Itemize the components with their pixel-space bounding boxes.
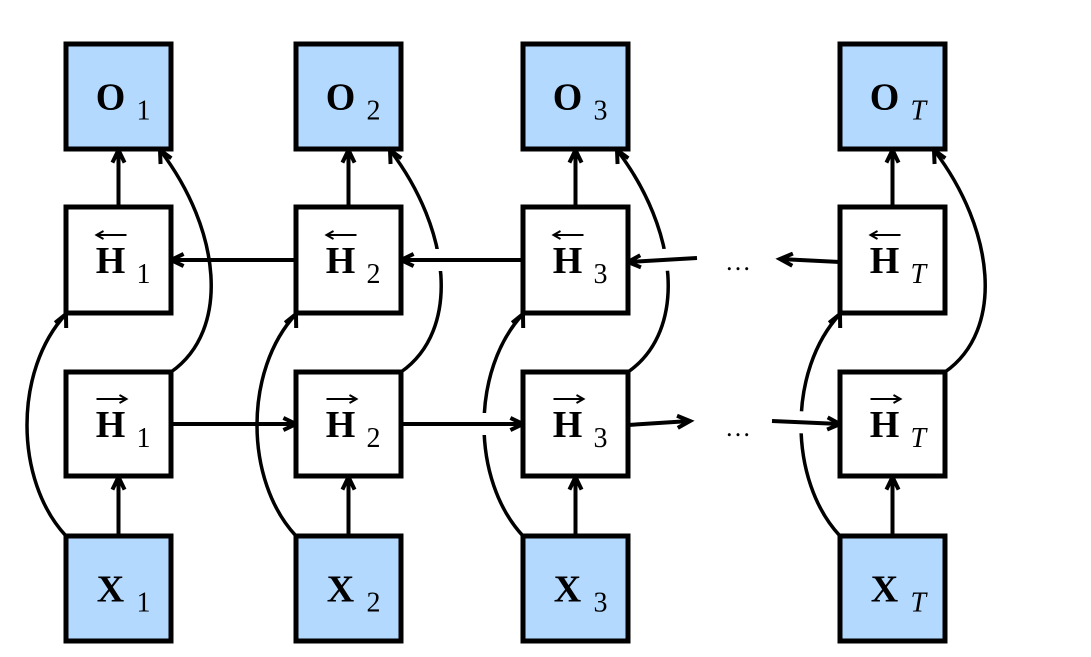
- output-node-subscript: 2: [367, 96, 381, 127]
- forward-hidden-node-symbol: H: [870, 404, 900, 446]
- forward-hidden-node-box: [837, 369, 948, 479]
- forward-direction-arrow-icon-head: [893, 394, 903, 404]
- forward-hidden-node-subscript: 3: [594, 423, 608, 454]
- backward-direction-arrow-icon-head: [551, 230, 561, 240]
- input-node-box: [63, 533, 174, 644]
- output-node-symbol: O: [870, 77, 900, 119]
- forward-hidden-node-subscript: 2: [367, 423, 381, 454]
- backward-hidden-node-subscript: T: [911, 259, 929, 290]
- skip-curve-input-to-backward-hidden: [25, 312, 68, 538]
- forward-direction-arrow-icon-head: [576, 394, 586, 404]
- ellipsis-backward: …: [725, 247, 751, 276]
- backward-hidden-node-symbol: H: [96, 240, 126, 282]
- backward-hidden-node-subscript: 1: [137, 259, 151, 290]
- backward-hidden-node-symbol: H: [326, 240, 356, 282]
- output-node-box: [293, 41, 404, 152]
- skip-curve-forward-hidden-to-output: [388, 148, 443, 374]
- backward-hidden-node-symbol: H: [553, 240, 583, 282]
- backward-direction-arrow-icon-head: [324, 230, 334, 240]
- skip-curve-forward-hidden-to-output: [932, 148, 987, 374]
- backward-hidden-node-subscript: 2: [367, 259, 381, 290]
- backward-hidden-node-subscript: 3: [594, 259, 608, 290]
- backward-arrow-T-dots: [779, 257, 841, 264]
- backward-direction-arrow-icon-head: [868, 230, 878, 240]
- backward-arrow-T-dots-head: [775, 251, 794, 268]
- input-node-box: [520, 533, 631, 644]
- forward-arrow-3-dots-head: [676, 413, 695, 430]
- backward-hidden-node-box: [63, 204, 174, 316]
- output-node-symbol: O: [326, 77, 356, 119]
- forward-hidden-node-subscript: 1: [137, 423, 151, 454]
- forward-arrow-dots-T: [771, 419, 841, 426]
- forward-hidden-node-box: [63, 369, 174, 479]
- input-node-subscript: 2: [367, 588, 381, 619]
- input-node-subscript: T: [911, 588, 929, 619]
- backward-hidden-node-box: [520, 204, 631, 316]
- forward-direction-arrow-icon-head: [349, 394, 359, 404]
- forward-hidden-node-symbol: H: [96, 404, 126, 446]
- output-node-subscript: 1: [137, 96, 151, 127]
- backward-hidden-node-symbol: H: [870, 240, 900, 282]
- forward-hidden-node-symbol: H: [326, 404, 356, 446]
- output-node-symbol: O: [553, 77, 583, 119]
- forward-hidden-node-box: [520, 369, 631, 479]
- output-node-subscript: T: [911, 96, 929, 127]
- input-node-subscript: 3: [594, 588, 608, 619]
- input-node-symbol: X: [554, 569, 581, 611]
- forward-arrow-3-dots: [627, 419, 691, 427]
- input-node-subscript: 1: [137, 588, 151, 619]
- forward-hidden-node-box: [293, 369, 404, 479]
- input-node-box: [293, 533, 404, 644]
- input-node-symbol: X: [871, 569, 898, 611]
- skip-curve-forward-hidden-to-output: [158, 148, 213, 374]
- backward-hidden-node-box: [293, 204, 404, 316]
- input-node-box: [837, 533, 948, 644]
- backward-hidden-node-box: [837, 204, 948, 316]
- forward-direction-arrow-icon-head: [119, 394, 129, 404]
- backward-arrow-dots-3: [627, 256, 698, 264]
- forward-hidden-node-symbol: H: [553, 404, 583, 446]
- input-node-symbol: X: [97, 569, 124, 611]
- forward-hidden-node-subscript: T: [911, 423, 929, 454]
- skip-curve-forward-hidden-to-output: [615, 148, 670, 374]
- ellipsis-forward: …: [725, 413, 751, 442]
- backward-direction-arrow-icon-head: [94, 230, 104, 240]
- input-node-symbol: X: [327, 569, 354, 611]
- output-node-box: [63, 41, 174, 152]
- output-node-subscript: 3: [594, 96, 608, 127]
- output-node-symbol: O: [96, 77, 126, 119]
- output-node-box: [520, 41, 631, 152]
- output-node-box: [837, 41, 948, 152]
